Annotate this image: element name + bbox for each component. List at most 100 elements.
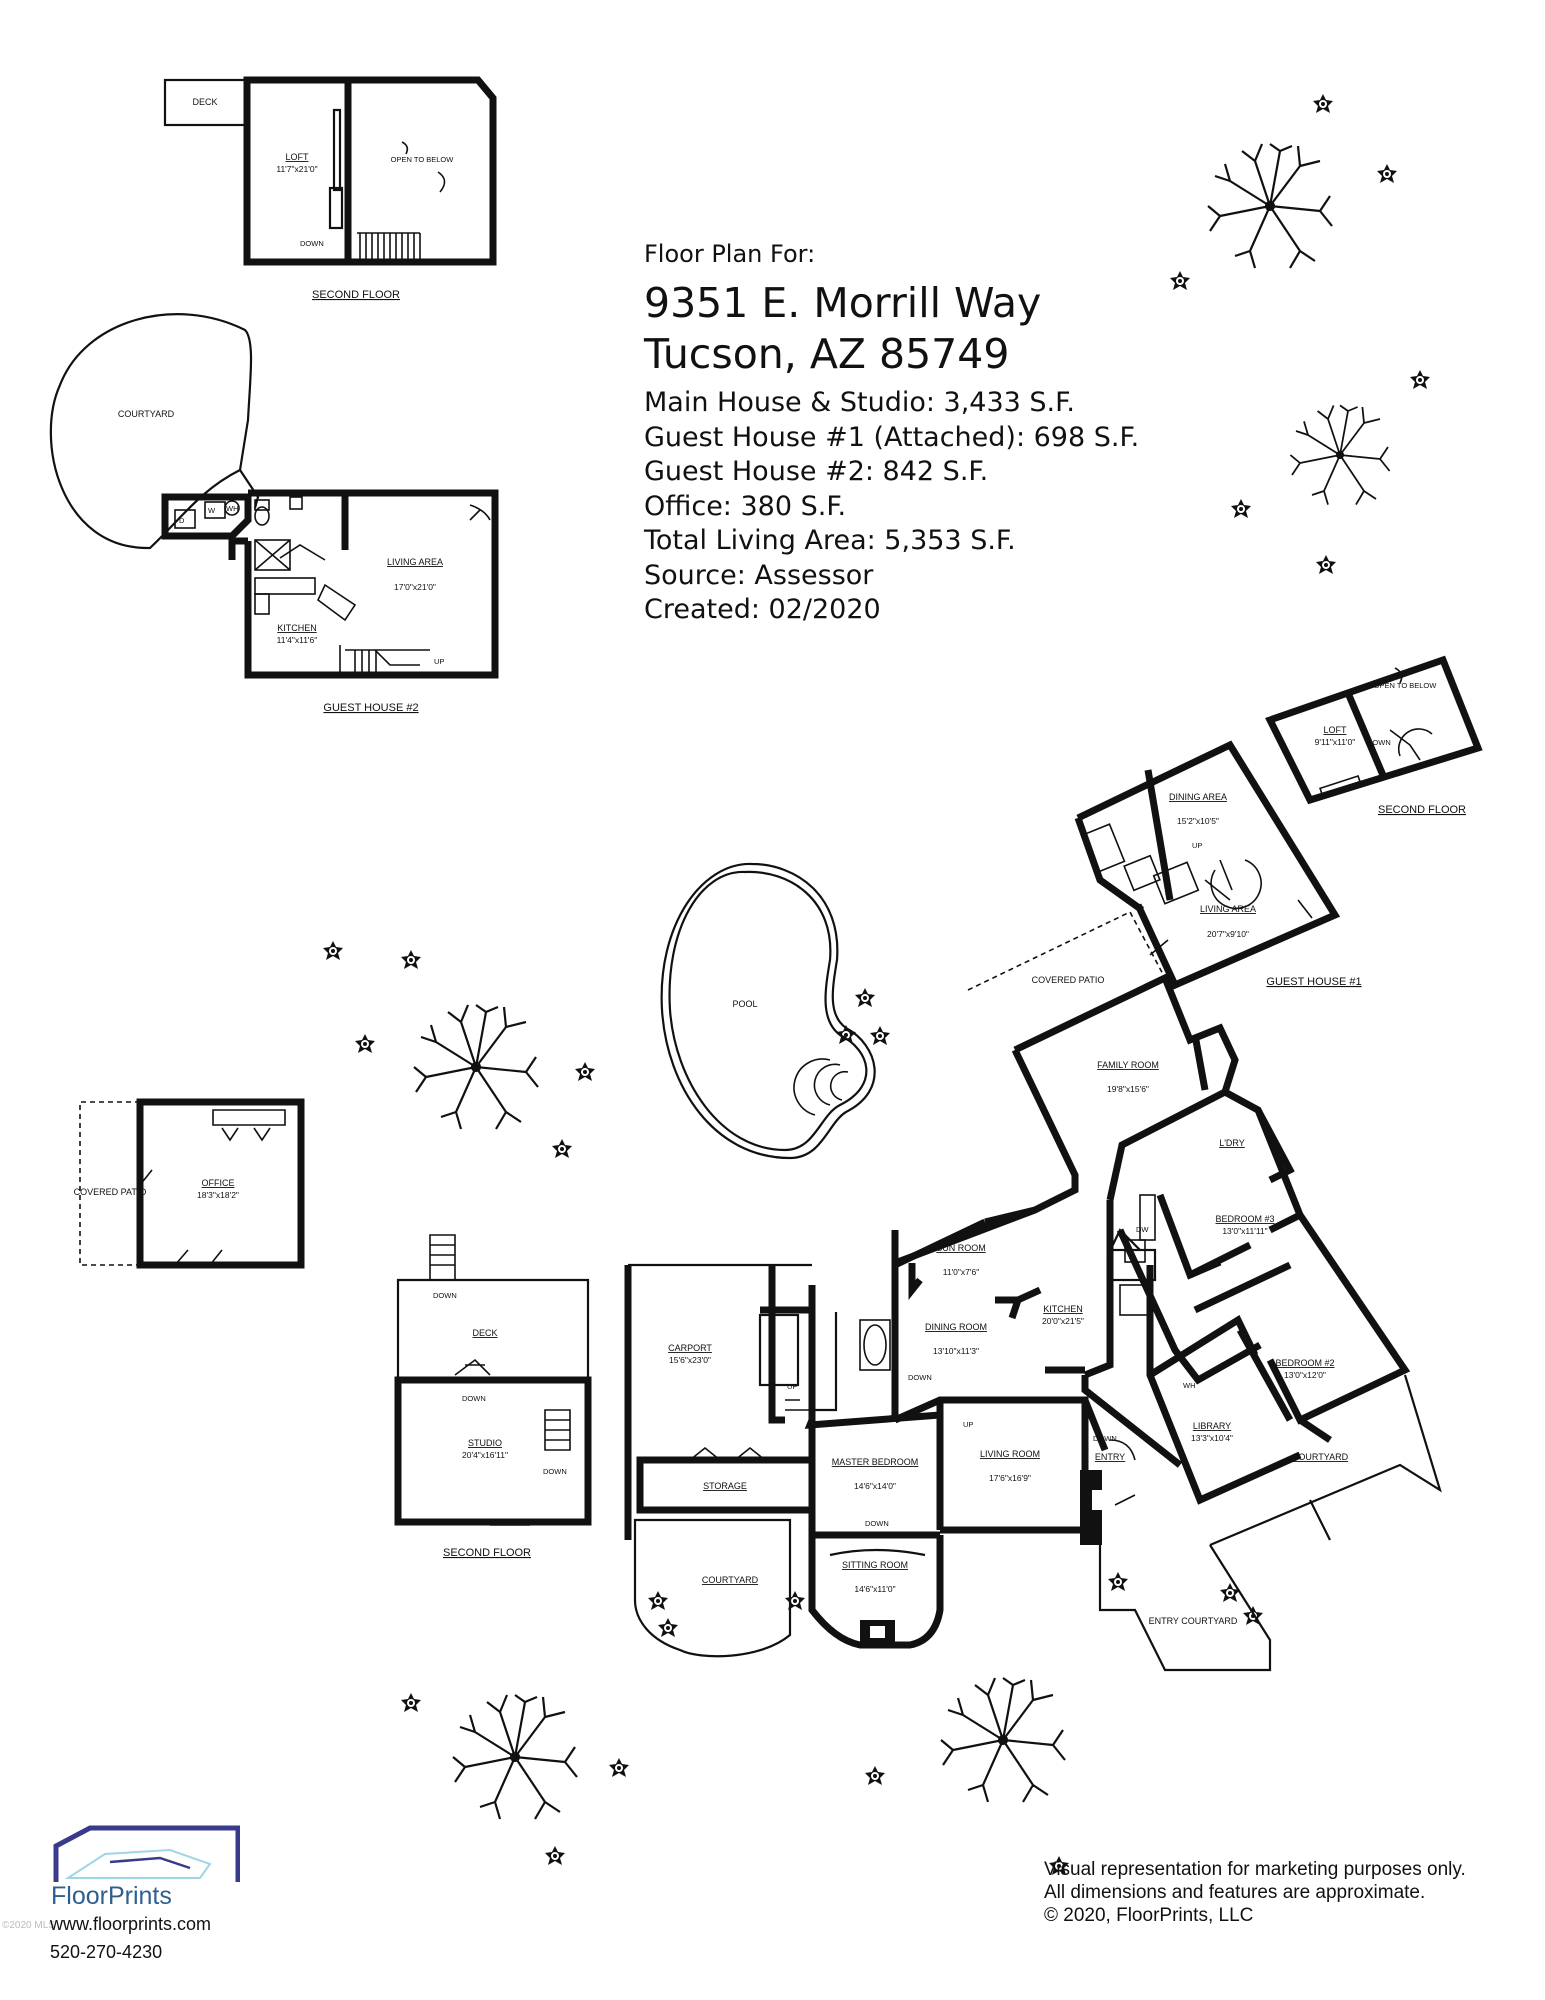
- info-main-house: Main House & Studio: 3,433 S.F.: [644, 387, 1075, 418]
- info-guest-house-2: Guest House #2: 842 S.F.: [644, 456, 989, 487]
- room-kitchen-gh2-name: KITCHEN: [277, 623, 317, 633]
- guest-house-2: [49, 313, 499, 679]
- tag-up-living: UP: [963, 1420, 973, 1429]
- floorprints-logo-icon: [53, 1825, 240, 1882]
- room-living-gh1-dims: 20'7"x9'10": [1207, 929, 1249, 939]
- room-loft-b-dims: 9'11"x11'0": [1315, 737, 1356, 747]
- room-bed2-dims: 13'0"x12'0": [1284, 1370, 1326, 1380]
- room-entry: ENTRY: [1095, 1452, 1125, 1462]
- pool: [660, 862, 876, 1160]
- tag-down-deck: DOWN: [433, 1291, 457, 1300]
- room-courtyard-bottom: COURTYARD: [702, 1575, 759, 1585]
- room-bed3-name: BEDROOM #3: [1215, 1214, 1274, 1224]
- room-dining-dims: 13'10"x11'3": [933, 1346, 979, 1356]
- room-sun-name: SUN ROOM: [936, 1243, 986, 1253]
- address-line-1: 9351 E. Morrill Way: [644, 279, 1042, 327]
- studio-second-floor: [394, 1234, 592, 1526]
- room-family-dims: 19'8"x15'6": [1107, 1084, 1149, 1094]
- room-deck-studio: DECK: [472, 1328, 497, 1338]
- room-library-dims: 13'3"x10'4": [1191, 1433, 1233, 1443]
- room-living-gh2-dims: 17'0"x21'0": [394, 582, 436, 592]
- second-floor-gh2: [163, 76, 497, 266]
- section-title-guest-house-2: GUEST HOUSE #2: [323, 702, 418, 714]
- room-living-gh1-name: LIVING AREA: [1200, 904, 1256, 914]
- room-storage: STORAGE: [703, 1481, 747, 1491]
- section-title-guest-house-1: GUEST HOUSE #1: [1266, 976, 1361, 988]
- office-building: [79, 1098, 305, 1269]
- room-bed3-dims: 13'0"x11'11": [1222, 1226, 1267, 1236]
- room-master-dims: 14'6"x14'0": [854, 1481, 896, 1491]
- section-title-second-floor-a: SECOND FLOOR: [312, 289, 400, 301]
- tag-dw-kitchen: DW: [1136, 1225, 1149, 1234]
- info-heading: Floor Plan For:: [644, 240, 816, 268]
- room-library-name: LIBRARY: [1193, 1421, 1231, 1431]
- disclaimer-line-3: © 2020, FloorPrints, LLC: [1044, 1905, 1254, 1926]
- room-pool: POOL: [732, 999, 757, 1009]
- tag-w-gh2: W: [208, 506, 216, 515]
- main-house: [624, 910, 1442, 1672]
- room-family-name: FAMILY ROOM: [1097, 1060, 1159, 1070]
- guest-house-1: [1074, 740, 1341, 990]
- tag-up-gh1: UP: [1192, 841, 1202, 850]
- room-courtyard-top: COURTYARD: [118, 409, 175, 419]
- section-title-second-floor-b: SECOND FLOOR: [1378, 804, 1466, 816]
- tag-down-loft-a: DOWN: [300, 239, 324, 248]
- room-living-gh2-name: LIVING AREA: [387, 557, 443, 567]
- address-line-2: Tucson, AZ 85749: [644, 330, 1010, 378]
- room-open-a: OPEN TO BELOW: [391, 155, 455, 164]
- room-dining-gh1-dims: 15'2"x10'5": [1177, 816, 1219, 826]
- room-bed2-name: BEDROOM #2: [1275, 1358, 1334, 1368]
- room-sitting-dims: 14'6"x11'0": [854, 1584, 895, 1594]
- room-dining-gh1-name: DINING AREA: [1169, 792, 1227, 802]
- tag-down-master: DOWN: [865, 1519, 889, 1528]
- info-source: Source: Assessor: [644, 559, 874, 591]
- room-studio-name: STUDIO: [468, 1438, 502, 1448]
- tag-up-gh2: UP: [434, 657, 444, 666]
- tag-down-studio-top: DOWN: [462, 1394, 486, 1403]
- room-living-name: LIVING ROOM: [980, 1449, 1040, 1459]
- room-sitting-name: SITTING ROOM: [842, 1560, 908, 1570]
- room-studio-dims: 20'4"x16'11": [462, 1450, 508, 1460]
- room-dining-name: DINING ROOM: [925, 1322, 987, 1332]
- info-total: Total Living Area: 5,353 S.F.: [644, 525, 1016, 556]
- room-carport-name: CARPORT: [668, 1343, 712, 1353]
- room-loft-a-dims: 11'7"x21'0": [276, 164, 317, 174]
- room-office-dims: 18'3"x18'2": [197, 1190, 239, 1200]
- disclaimer-line-2: All dimensions and features are approxim…: [1044, 1882, 1426, 1903]
- room-kitchen-name: KITCHEN: [1043, 1304, 1083, 1314]
- room-entry-courtyard: ENTRY COURTYARD: [1149, 1616, 1238, 1626]
- tag-down-dining: DOWN: [908, 1373, 932, 1382]
- disclaimer: Visual representation for marketing purp…: [1044, 1858, 1466, 1927]
- disclaimer-line-1: Visual representation for marketing purp…: [1044, 1859, 1466, 1880]
- room-covered-patio-office: COVERED PATIO: [74, 1187, 147, 1197]
- room-master-name: MASTER BEDROOM: [832, 1457, 919, 1467]
- property-info: Floor Plan For: 9351 E. Morrill Way Tucs…: [644, 240, 1139, 628]
- info-created: Created: 02/2020: [644, 594, 881, 625]
- room-deck-top: DECK: [192, 97, 217, 107]
- info-guest-house-1: Guest House #1 (Attached): 698 S.F.: [644, 421, 1140, 453]
- room-laundry: L'DRY: [1219, 1138, 1245, 1148]
- tag-up-carport: UP: [787, 1382, 797, 1391]
- tag-wh-library: WH: [1183, 1381, 1196, 1390]
- mls-watermark: ©2020 MLS: [2, 1920, 55, 1931]
- second-floor-gh1: [1265, 655, 1483, 805]
- room-living-dims: 17'6"x16'9": [989, 1473, 1031, 1483]
- room-loft-b-name: LOFT: [1323, 725, 1347, 735]
- room-carport-dims: 15'6"x23'0": [669, 1355, 711, 1365]
- room-covered-patio-main: COVERED PATIO: [1032, 975, 1105, 985]
- logo-url[interactable]: www.floorprints.com: [50, 1914, 212, 1934]
- room-sun-dims: 11'0"x7'6": [943, 1267, 980, 1277]
- info-office: Office: 380 S.F.: [644, 490, 847, 522]
- tag-down-entry: DOWN: [1093, 1434, 1117, 1443]
- tag-d-gh2: D: [179, 516, 185, 525]
- room-loft-a-name: LOFT: [285, 152, 309, 162]
- room-office-name: OFFICE: [202, 1178, 235, 1188]
- tag-down-studio-right: DOWN: [543, 1467, 567, 1476]
- tag-wh-gh2: WH: [226, 504, 239, 513]
- tag-down-loft-b: DOWN: [1367, 738, 1391, 747]
- room-courtyard-right: COURTYARD: [1292, 1452, 1349, 1462]
- logo-phone: 520-270-4230: [50, 1942, 163, 1962]
- room-open-b: OPEN TO BELOW: [1374, 681, 1438, 690]
